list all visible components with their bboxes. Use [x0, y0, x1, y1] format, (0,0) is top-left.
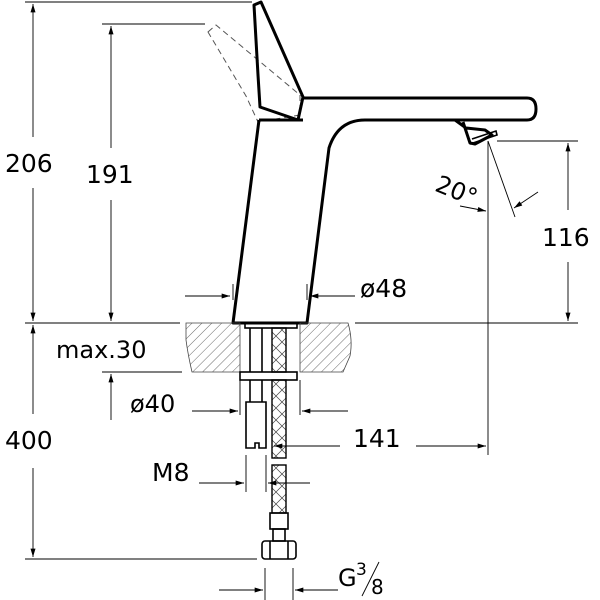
dim-40: [192, 380, 348, 415]
extension-lines: [25, 1, 578, 560]
dim-m8: [199, 455, 310, 492]
svg-text:G: G: [338, 564, 357, 592]
dim-angle-20: [459, 140, 539, 218]
countertop-section: [185, 322, 352, 373]
dim-label-m8: M8: [152, 458, 189, 487]
dim-label-400: 400: [5, 426, 53, 455]
dim-label-116: 116: [542, 223, 590, 252]
dim-label-141: 141: [353, 424, 401, 453]
svg-text:8: 8: [371, 575, 384, 599]
mounting-assembly: [239, 322, 298, 560]
dim-label-191: 191: [86, 160, 134, 189]
dim-label-max30: max.30: [56, 336, 146, 364]
dim-label-206: 206: [5, 149, 53, 178]
lever-alt-position: [207, 24, 301, 123]
dim-label-g38: G 3 8: [338, 560, 384, 599]
dim-48: [185, 284, 355, 300]
dim-label-20deg: 20°: [432, 170, 482, 212]
dim-label-40: ø40: [130, 390, 175, 418]
svg-text:3: 3: [356, 560, 367, 580]
faucet-body: [231, 0, 538, 325]
dim-g38: [219, 568, 338, 600]
dim-label-48: ø48: [360, 274, 407, 303]
